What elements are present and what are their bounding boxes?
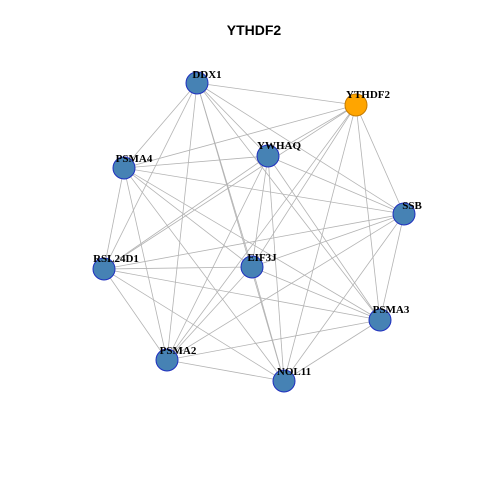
node-label-ssb: SSB: [402, 200, 422, 212]
node-label-nol11: NOL11: [277, 366, 311, 378]
edge-ywhaq-ssb: [267, 155, 405, 215]
edge-psma4-eif3j: [123, 167, 253, 268]
edge-ddx1-ythdf2: [196, 82, 357, 106]
edge-ssb-psma2: [166, 213, 405, 361]
node-label-ythdf2: YTHDF2: [346, 89, 391, 101]
edge-eif3j-psma2: [166, 266, 253, 361]
edge-ssb-nol11: [283, 213, 405, 382]
node-ythdf2[interactable]: [344, 93, 368, 117]
edge-ssb-eif3j: [251, 213, 405, 268]
edge-ythdf2-ssb: [355, 104, 405, 215]
node-layer: [92, 71, 416, 393]
edge-ddx1-nol11: [196, 82, 285, 382]
edge-ywhaq-eif3j: [251, 155, 269, 268]
node-label-psma2: PSMA2: [160, 345, 197, 357]
edge-ythdf2-psma3: [355, 104, 381, 321]
node-label-ywhaq: YWHAQ: [257, 140, 301, 152]
node-ssb[interactable]: [392, 202, 416, 226]
edge-ythdf2-eif3j: [251, 104, 357, 268]
node-eif3j[interactable]: [240, 255, 264, 279]
node-psma4[interactable]: [112, 156, 136, 180]
edge-rsl24d1-nol11: [103, 268, 285, 382]
node-psma3[interactable]: [368, 308, 392, 332]
node-label-ddx1: DDX1: [192, 69, 221, 81]
node-label-psma4: PSMA4: [116, 153, 153, 165]
edge-ywhaq-psma2: [166, 155, 269, 361]
edge-rsl24d1-psma3: [103, 268, 381, 321]
edge-ywhaq-psma3: [267, 155, 381, 321]
edge-eif3j-psma3: [251, 266, 381, 321]
edge-psma4-ywhaq: [123, 155, 269, 169]
edge-psma4-psma2: [123, 167, 168, 361]
node-psma2[interactable]: [155, 348, 179, 372]
node-label-psma3: PSMA3: [373, 304, 410, 316]
edge-psma3-nol11: [283, 319, 381, 382]
node-label-rsl24d1: RSL24D1: [93, 253, 139, 265]
edge-ssb-psma3: [379, 213, 405, 321]
edge-ddx1-ywhaq: [196, 82, 269, 157]
node-ywhaq[interactable]: [256, 144, 280, 168]
edge-psma4-rsl24d1: [103, 167, 125, 270]
node-ddx1[interactable]: [185, 71, 209, 95]
edge-psma2-nol11: [166, 359, 285, 382]
edge-ythdf2-ywhaq: [267, 104, 357, 157]
edge-ywhaq-nol11: [267, 155, 285, 382]
node-nol11[interactable]: [272, 369, 296, 393]
node-rsl24d1[interactable]: [92, 257, 116, 281]
edge-ssb-rsl24d1: [103, 213, 405, 270]
edge-ddx1-psma2: [166, 82, 198, 361]
edge-ddx1-psma3: [196, 82, 381, 321]
edge-rsl24d1-psma2: [103, 268, 168, 361]
edge-layer: [103, 82, 405, 382]
edge-rsl24d1-eif3j: [103, 266, 253, 270]
edge-ythdf2-psma2: [166, 104, 357, 361]
edge-psma4-ssb: [123, 167, 405, 215]
graph-title: YTHDF2: [227, 22, 282, 38]
edge-psma3-psma2: [166, 319, 381, 361]
edge-ddx1-ssb: [196, 82, 405, 215]
edge-ythdf2-psma4: [123, 104, 357, 169]
edge-ythdf2-rsl24d1: [103, 104, 357, 270]
edge-eif3j-nol11: [251, 266, 285, 382]
edge-psma4-psma3: [123, 167, 381, 321]
edge-ywhaq-rsl24d1: [103, 155, 269, 270]
node-label-eif3j: EIF3J: [247, 252, 277, 264]
edge-psma4-nol11: [123, 167, 285, 382]
edge-ddx1-rsl24d1: [103, 82, 198, 270]
edge-ddx1-psma4: [123, 82, 198, 169]
